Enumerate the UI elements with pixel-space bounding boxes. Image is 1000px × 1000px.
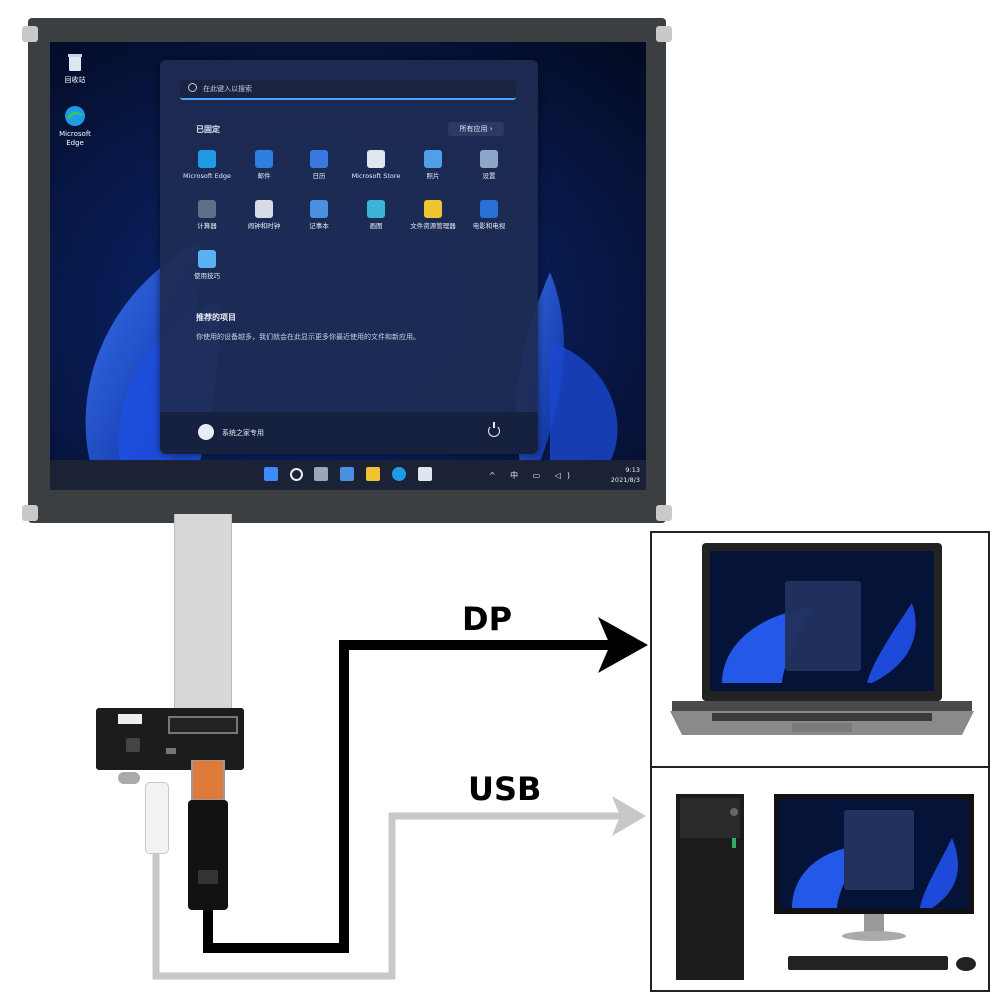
pinned-app[interactable]: 文件资源管理器	[404, 200, 462, 230]
app-icon	[424, 150, 442, 168]
search-placeholder: 在此键入以搜索	[203, 85, 252, 93]
usb-label: USB	[468, 770, 542, 808]
user-name[interactable]: 系统之家专用	[222, 429, 264, 437]
desktop-edge[interactable]: Microsoft Edge	[50, 104, 100, 148]
task-view-icon[interactable]	[314, 467, 328, 481]
power-icon[interactable]	[488, 422, 500, 437]
pinned-title: 已固定	[196, 125, 220, 134]
app-label: 设置	[482, 172, 496, 180]
all-apps-button[interactable]: 所有应用 ›	[448, 122, 504, 136]
app-icon	[367, 200, 385, 218]
usb-c-plug	[145, 782, 169, 854]
dp-cable	[203, 640, 612, 953]
dp-label: DP	[462, 600, 513, 638]
pinned-app[interactable]: 闹钟和时钟	[235, 200, 293, 230]
usb-arrowhead-icon	[612, 796, 646, 836]
pinned-app[interactable]: 照片	[404, 150, 462, 180]
desktop-icon-label: 回收站	[64, 76, 86, 84]
widgets-icon[interactable]	[340, 467, 354, 481]
mount-tab	[22, 26, 38, 42]
mount-tab	[656, 26, 672, 42]
recycle-bin-icon	[63, 50, 87, 74]
app-label: 画图	[369, 222, 383, 230]
app-icon	[198, 200, 216, 218]
start-search-input[interactable]: 在此键入以搜索	[180, 80, 516, 100]
app-icon	[198, 250, 216, 268]
app-label: Microsoft Store	[351, 172, 401, 180]
fpc-connector	[168, 716, 238, 734]
clock-date: 2021/8/3	[610, 476, 640, 484]
desktop-recycle-bin[interactable]: 回收站	[50, 50, 100, 85]
user-avatar-icon[interactable]	[198, 424, 214, 440]
pinned-app[interactable]: 使用技巧	[178, 250, 236, 280]
app-icon	[310, 150, 328, 168]
app-icon	[255, 200, 273, 218]
pinned-app[interactable]: 记事本	[290, 200, 348, 230]
desktop-pc-panel	[650, 766, 990, 992]
dp-arrowhead-icon	[598, 617, 648, 673]
search-icon[interactable]	[290, 468, 303, 481]
clock-time: 9:13	[625, 466, 640, 474]
pinned-app[interactable]: 电影和电视	[460, 200, 518, 230]
file-explorer-icon[interactable]	[366, 467, 380, 481]
app-label: 照片	[426, 172, 440, 180]
app-icon	[480, 200, 498, 218]
pinned-app[interactable]: 设置	[460, 150, 518, 180]
start-menu: 在此键入以搜索 已固定 所有应用 › Microsoft Edge 邮件 日历 Mic…	[160, 60, 538, 454]
app-icon	[424, 200, 442, 218]
taskbar-clock[interactable]: 9:13 2021/8/3	[611, 465, 640, 485]
pinned-app[interactable]: 邮件	[235, 150, 293, 180]
app-icon	[480, 150, 498, 168]
edge-icon	[63, 104, 87, 128]
search-icon	[188, 83, 197, 92]
app-icon	[310, 200, 328, 218]
pinned-app[interactable]: Microsoft Edge	[178, 150, 236, 180]
app-label: Microsoft Edge	[182, 172, 231, 180]
app-icon	[367, 150, 385, 168]
component	[166, 748, 176, 754]
pinned-app[interactable]: 日历	[290, 150, 348, 180]
laptop-illustration	[670, 543, 974, 735]
app-label: 邮件	[257, 172, 271, 180]
pinned-app[interactable]: 画图	[347, 200, 405, 230]
app-label: 文件资源管理器	[410, 222, 456, 230]
pinned-app[interactable]: 计算器	[178, 200, 236, 230]
desktop-pc-illustration	[676, 794, 976, 980]
start-icon[interactable]	[264, 467, 278, 481]
mount-tab	[656, 505, 672, 521]
displayport-plug	[188, 760, 228, 910]
app-label: 使用技巧	[194, 272, 220, 280]
pinned-app[interactable]: Microsoft Store	[347, 150, 405, 180]
store-icon[interactable]	[418, 467, 432, 481]
app-icon	[198, 150, 216, 168]
chip	[126, 738, 140, 752]
recommended-title: 推荐的项目	[196, 313, 236, 322]
usb-c-port	[118, 772, 140, 784]
laptop-panel	[650, 531, 990, 768]
system-tray[interactable]: ^ 中 ▭ ◁)	[488, 471, 576, 480]
recommended-text: 你使用的设备越多，我们就会在此显示更多你最近使用的文件和新应用。	[196, 333, 420, 341]
app-label: 闹钟和时钟	[247, 222, 281, 230]
taskbar: ^ 中 ▭ ◁) 9:13 2021/8/3	[50, 460, 646, 490]
app-label: 计算器	[197, 222, 217, 230]
app-label: 记事本	[309, 222, 329, 230]
usb-cable	[152, 812, 620, 980]
display-screen: 回收站 Microsoft Edge 在此键入以搜索 已固定 所有应用 › Mi…	[50, 42, 646, 490]
header-connector	[118, 714, 142, 724]
start-menu-footer: 系统之家专用	[160, 412, 538, 454]
app-label: 日历	[312, 172, 326, 180]
edge-icon[interactable]	[392, 467, 406, 481]
desktop-icon-label: Microsoft Edge	[59, 130, 91, 147]
app-label: 电影和电视	[472, 222, 506, 230]
mount-tab	[22, 505, 38, 521]
fpc-ribbon-cable	[174, 514, 232, 724]
app-icon	[255, 150, 273, 168]
